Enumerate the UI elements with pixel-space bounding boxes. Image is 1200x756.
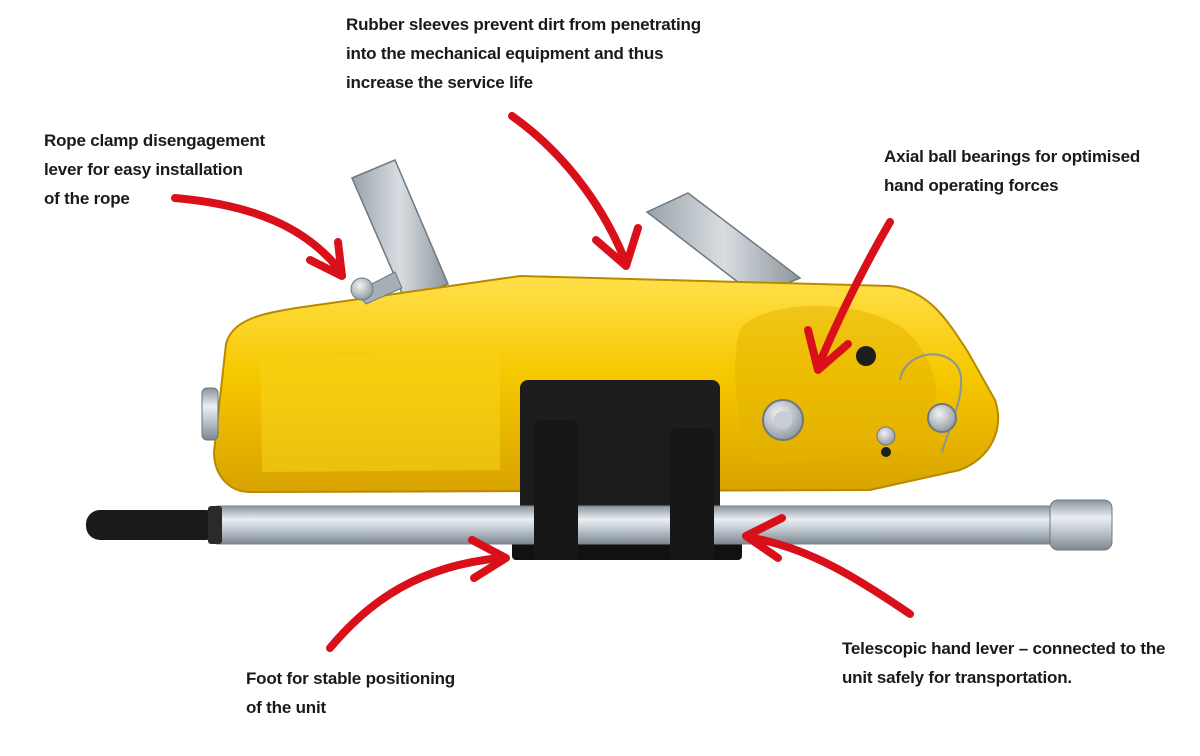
callout-line: Axial ball bearings for optimised <box>884 147 1141 166</box>
callout-rubber-sleeves: Rubber sleeves prevent dirt from penetra… <box>346 10 701 97</box>
safety-pin <box>876 353 963 457</box>
reverse-lever <box>351 159 449 301</box>
callout-rope-clamp: Rope clamp disengagement lever for easy … <box>44 126 265 213</box>
arrow-rubber-sleeves <box>508 112 642 270</box>
callout-line: increase the service life <box>346 73 533 92</box>
arrow-telescopic-lever <box>742 514 914 618</box>
callout-foot: Foot for stable positioning of the unit <box>246 664 455 722</box>
callout-line: hand operating forces <box>884 176 1059 195</box>
telescopic-lever <box>86 499 1113 551</box>
housing-bolt <box>856 346 876 366</box>
arrow-rope-clamp <box>171 194 346 280</box>
arrow-foot <box>326 536 510 652</box>
foot-straps <box>534 420 714 560</box>
callout-line: Rope clamp disengagement <box>44 131 265 150</box>
callout-line: Rubber sleeves prevent dirt from penetra… <box>346 15 701 34</box>
callout-telescopic-lever: Telescopic hand lever – connected to the… <box>842 634 1165 692</box>
callout-line: lever for easy installation <box>44 160 243 179</box>
callout-axial-bearings: Axial ball bearings for optimised hand o… <box>884 142 1140 200</box>
left-end-cap <box>201 387 219 441</box>
axial-bearing <box>762 399 804 441</box>
callout-line: Telescopic hand lever – connected to the <box>842 639 1166 658</box>
forward-lever <box>645 192 802 297</box>
arrow-axial-bearings <box>804 218 894 374</box>
callout-line: unit safely for transportation. <box>842 668 1072 687</box>
callout-line: Foot for stable positioning <box>246 669 455 688</box>
rope-clamp-lever <box>350 271 403 305</box>
callout-line: of the unit <box>246 698 326 717</box>
callout-line: of the rope <box>44 189 130 208</box>
callout-line: into the mechanical equipment and thus <box>346 44 664 63</box>
